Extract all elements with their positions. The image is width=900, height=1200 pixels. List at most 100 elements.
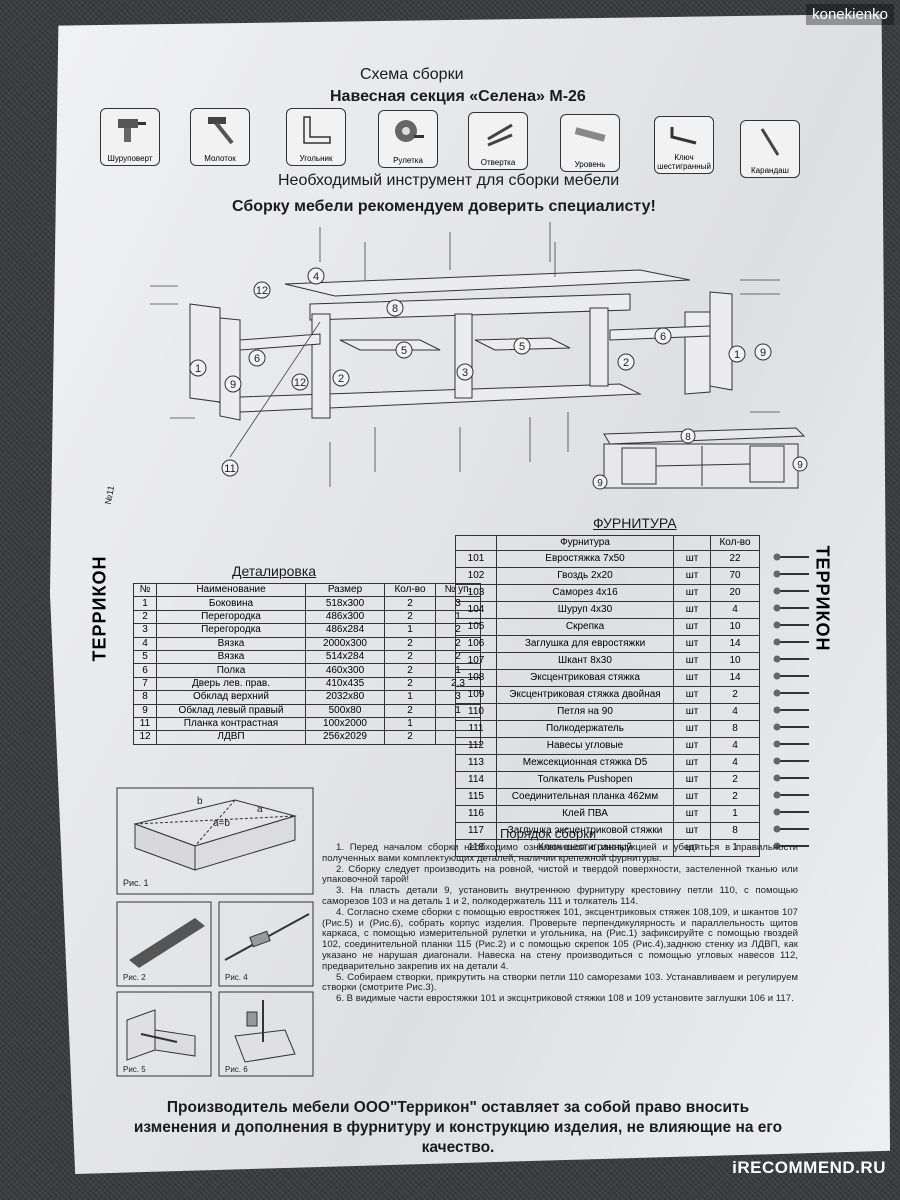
tool-hammer: Молоток [190,108,250,166]
table-cell: 70 [710,567,760,586]
screw-icon [760,585,829,602]
table-cell: 103 [455,584,497,603]
table-cell: 256x2029 [305,730,385,745]
table-cell: Полкодержатель [496,720,674,739]
pencil-icon [760,128,780,156]
table-cell: Саморез 4x16 [496,584,674,603]
table-cell: Петля на 90 [496,703,674,722]
svg-text:5: 5 [401,345,407,357]
callout: 2 [332,369,350,387]
callout: 4 [307,267,325,285]
details-heading: Деталировка [232,563,317,579]
table-cell: 101 [455,550,497,569]
column-header [455,534,497,552]
table-cell: 1 [133,596,157,611]
table-cell: 14 [710,635,760,654]
tool-label: Уровень [574,160,606,169]
figures-5-6: Рис. 5 Рис. 6 [116,991,314,1077]
callout: 6 [654,327,672,345]
brand-left: ТЕРРИКОН [89,555,110,662]
callout: 8 [386,299,404,317]
tool-drill: Шуруповерт [100,108,160,166]
assembly-step: 2. Сборку следует производить на ровной,… [322,863,798,886]
svg-text:6: 6 [660,331,666,343]
table-cell: 105 [455,618,497,637]
table-cell: 2 [384,609,436,625]
clip-icon [760,619,829,636]
tool-hexkey: Ключ шестигранный [654,116,714,174]
table-cell: шт [673,754,711,773]
table-cell: 4 [710,737,760,756]
table-cell: 107 [455,652,497,671]
table-cell: 10 [710,618,760,637]
callout: 1 [728,345,746,363]
tool-label: Ключ шестигранный [657,153,711,171]
svg-text:Рис. 6: Рис. 6 [225,1065,248,1074]
svg-text:9: 9 [230,379,236,391]
table-cell: 114 [455,771,497,790]
table-cell: Гвоздь 2x20 [496,567,674,586]
tool-pencil: Карандаш [740,120,800,178]
table-cell: 12 [133,730,157,745]
hinge-icon [760,704,829,721]
hammer-icon [208,117,234,145]
tool-label: Карандаш [751,166,789,175]
table-cell: 113 [455,754,497,773]
glue-icon [760,806,829,823]
square-ruler-icon [303,116,331,144]
svg-text:9: 9 [597,478,603,489]
table-cell: 1 [710,805,760,824]
manufacturer-footer: Производитель мебели ООО"Террикон" остав… [133,1099,783,1156]
column-header: Кол-во [384,582,436,598]
key-icon [760,840,829,857]
callout: 3 [456,363,474,381]
table-cell: Шкант 8x30 [496,652,674,671]
callout: 12 [253,281,271,299]
sheet-subtitle: Навесная секция «Селена» М-26 [330,88,586,105]
table-cell: 2000x300 [305,636,385,651]
table-cell: шт [673,618,711,637]
cam-icon [760,670,829,687]
cap-icon [760,636,829,653]
tape-measure-icon [395,120,424,142]
table-cell: шт [673,737,711,756]
table-cell: Навесы угловые [496,737,674,756]
svg-text:12: 12 [256,285,268,297]
table-cell: Шуруп 4x30 [496,601,674,620]
table-cell: Боковина [156,596,306,611]
table-cell: Толкатель Pushopen [496,771,674,790]
svg-text:4: 4 [313,271,319,283]
table-cell: Евростяжка 7x50 [496,550,674,569]
assembly-step: 5. Собираем створки, прикрутить на створ… [322,971,798,994]
table-cell: Обклад левый правый [156,703,306,718]
callout: 5 [395,341,413,359]
table-cell: 2 [384,596,436,611]
drill-icon [118,119,146,142]
callout: 6 [248,349,266,367]
table-cell: 4 [710,754,760,773]
table-cell: 109 [455,686,497,705]
svg-text:Рис. 5: Рис. 5 [123,1065,146,1074]
callout: 9 [792,456,808,472]
table-cell: шт [673,788,711,807]
table-cell: 110 [455,703,497,722]
svg-text:3: 3 [462,367,468,379]
table-cell: Вязка [156,636,306,651]
tool-label: Молоток [204,154,236,163]
table-cell: 2 [133,609,157,625]
svg-text:b: b [197,796,203,807]
